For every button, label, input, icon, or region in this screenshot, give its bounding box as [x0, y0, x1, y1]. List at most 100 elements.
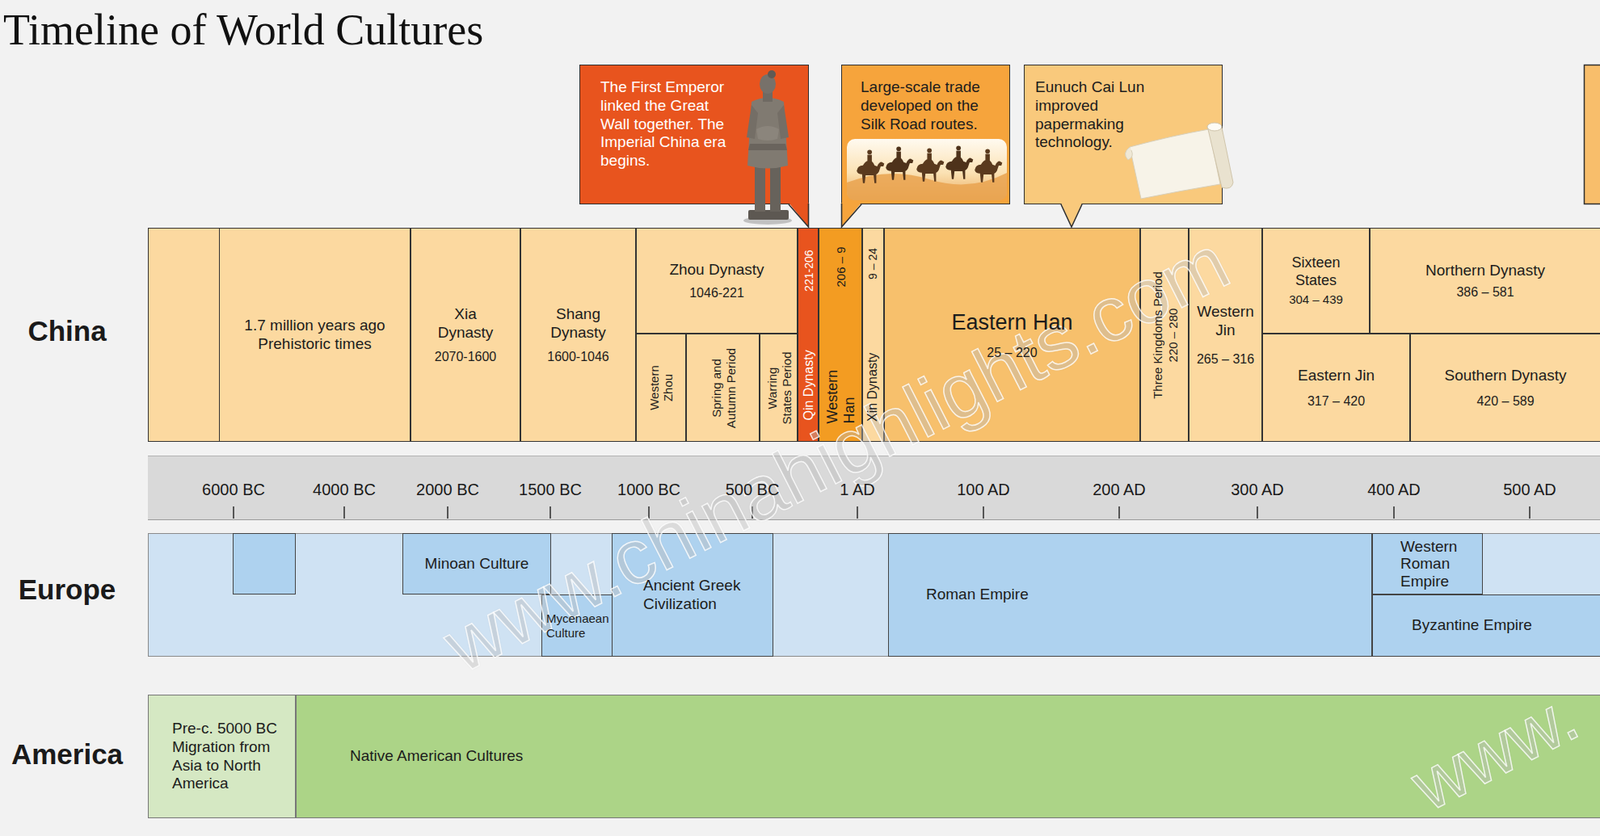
camel	[916, 147, 944, 182]
period-cell: Western Zhou	[635, 333, 687, 443]
axis-tick	[1118, 506, 1120, 519]
period-name: Xia Dynasty	[429, 305, 502, 343]
period-cell: Eastern Jin 317 – 420	[1262, 333, 1411, 443]
axis-tick	[549, 506, 552, 519]
axis-label-holder: 1000 BC	[617, 480, 681, 500]
period-dates: 221-206	[801, 249, 815, 291]
callout-text: Large-scale trade developed on the Silk …	[860, 78, 1007, 134]
period-name: Zhou Dynasty	[669, 261, 764, 280]
period-dates: 25 – 220	[986, 345, 1037, 361]
period-name: Roman Empire	[926, 585, 1029, 605]
axis-label-holder: 200 AD	[1092, 480, 1146, 500]
axis-label: 100 AD	[956, 480, 1011, 500]
period-dates: 206 – 9	[833, 246, 847, 287]
rotated-text-group: Western Zhou	[636, 334, 686, 442]
rotated-text-group: Western Han 206 – 9	[819, 228, 862, 442]
callout-pointer-edge	[842, 203, 863, 228]
period-cell: Shang Dynasty 1600-1046	[520, 227, 636, 443]
period-name: Western Roman Empire	[1400, 538, 1470, 590]
axis-label-holder: 4000 BC	[312, 480, 376, 500]
period-name: Eastern Jin	[1297, 366, 1375, 386]
axis-tick	[232, 506, 235, 519]
period-dates: 220 – 280	[1165, 307, 1179, 363]
row-label: America	[11, 738, 123, 771]
axis-label: 300 AD	[1230, 480, 1285, 500]
row-label-holder: China	[27, 315, 106, 348]
period-name: Western Han	[823, 362, 857, 424]
period-name: Minoan Culture	[425, 555, 530, 574]
period-dates: 304 – 439	[1288, 292, 1344, 308]
callout-text: The First Emperor linked the Great Wall …	[600, 78, 742, 171]
period-dates: 9 – 24	[866, 248, 880, 280]
axis-tick	[343, 506, 346, 519]
axis-label-holder: 1500 BC	[518, 480, 582, 500]
axis-label: 1 AD	[839, 480, 875, 500]
axis-label: 200 AD	[1092, 480, 1146, 500]
warrior-robe	[747, 97, 788, 169]
callout-pointer-edge	[1061, 204, 1083, 228]
callout-pointer	[1061, 202, 1083, 228]
period-cell: Spring and Autumn Period	[686, 333, 760, 443]
scroll-roll	[1207, 123, 1234, 189]
period-cell: Xin Dynasty 9 – 24	[862, 227, 885, 443]
warrior-hands	[756, 126, 779, 141]
period-name: Qin Dynasty	[800, 349, 816, 421]
period-dates: 386 – 581	[1456, 284, 1514, 300]
camel	[945, 145, 973, 179]
axis-label: 500 AD	[1503, 480, 1557, 500]
axis-border	[147, 519, 1600, 521]
callout-pointer-fill	[842, 202, 863, 228]
period-cell: Zhou Dynasty 1046-221	[635, 227, 798, 334]
period-name: Western Jin	[1193, 303, 1259, 341]
axis-tick	[1256, 506, 1259, 519]
callout-pointer	[788, 202, 809, 228]
period-name: Warring States Period	[764, 349, 793, 426]
axis-tick	[1528, 506, 1531, 519]
period-dates: 1600-1046	[547, 349, 610, 365]
axis-label: 4000 BC	[312, 480, 376, 500]
period-name: Three Kingdoms Period	[1149, 271, 1164, 400]
scroll-sheet	[1129, 129, 1221, 199]
terracotta-warrior	[743, 70, 792, 225]
desert-sky	[846, 138, 1007, 201]
row-label: China	[27, 315, 106, 348]
culture-box: Roman Empire	[888, 533, 1373, 657]
axis-label: 400 AD	[1367, 480, 1421, 500]
rotated-text-group: Warring States Period	[760, 334, 797, 442]
period-cell: Northern Dynasty386 – 581	[1369, 227, 1600, 334]
axis-tick	[446, 506, 449, 519]
period-dates: 2070-1600	[434, 349, 497, 365]
warrior-arm	[777, 105, 789, 139]
period-cell: Three Kingdoms Period220 – 280	[1140, 227, 1189, 443]
period-name: Eastern Han	[951, 309, 1073, 336]
culture-box: Western Roman Empire	[1372, 533, 1483, 595]
period-cell: Xia Dynasty 2070-1600	[410, 227, 521, 443]
period-name: Native American Cultures	[349, 747, 523, 767]
axis-tick	[1393, 506, 1395, 519]
period-name: Pre-c. 5000 BC Migration from Asia to No…	[172, 720, 286, 794]
axis-label-holder: 500 BC	[725, 480, 780, 500]
axis-ticks	[233, 506, 1530, 519]
culture-box: Byzantine Empire	[1372, 594, 1600, 657]
period-name: Shang Dynasty	[542, 305, 615, 343]
empty-cell	[148, 228, 220, 443]
period-cell: 1.7 million years ago Prehistoric times	[218, 227, 411, 443]
axis-label-holder: 400 AD	[1367, 480, 1421, 500]
callout-pointer	[842, 202, 863, 228]
axis-label-holder: 1 AD	[839, 480, 875, 500]
callout-pointer-fill	[1061, 202, 1083, 228]
title-holder: Timeline of World Cultures	[3, 6, 484, 55]
period-dates: 1046-221	[689, 285, 745, 301]
period-dates: 420 – 589	[1476, 393, 1534, 409]
axis-label: 500 BC	[725, 480, 780, 500]
period-name: Xin Dynasty	[865, 353, 880, 422]
period-cell: Western Han 206 – 9	[818, 227, 863, 443]
row-label-holder: America	[11, 738, 123, 771]
camel	[885, 146, 914, 180]
period-dates: 265 – 316	[1196, 351, 1255, 367]
axis-label: 1500 BC	[518, 480, 582, 500]
rotated-text-group: Three Kingdoms Period220 – 280	[1141, 228, 1188, 442]
period-dates: 317 – 420	[1307, 393, 1365, 409]
